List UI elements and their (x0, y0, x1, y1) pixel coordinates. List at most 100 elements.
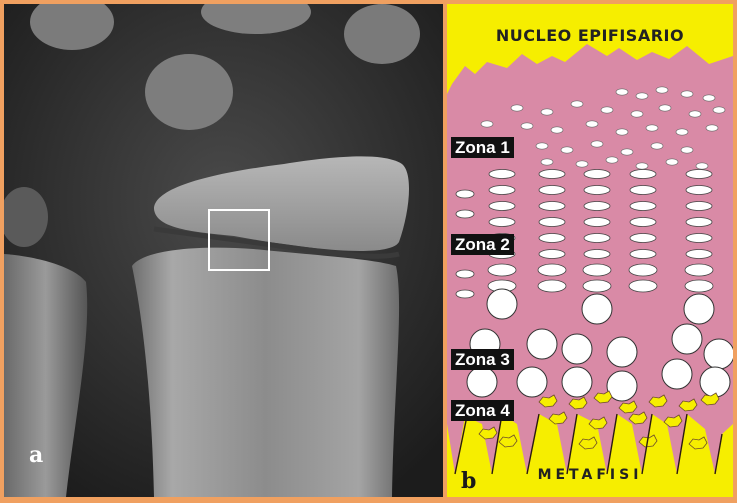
epiphysis-title: NUCLEO EPIFISARIO (447, 26, 733, 45)
cell (706, 125, 718, 131)
cell (584, 186, 610, 195)
cell (621, 149, 633, 155)
cell (583, 264, 611, 276)
panel-label-a: a (29, 444, 43, 466)
cell (696, 163, 708, 169)
cell (689, 111, 701, 117)
cell (539, 186, 565, 195)
cell (539, 234, 565, 243)
cell (601, 107, 613, 113)
cell (489, 202, 515, 211)
carpal-bone (344, 4, 420, 64)
cell (686, 234, 712, 243)
cell (456, 290, 474, 298)
growth-plate-diagram: NUCLEO EPIFISARIO Zona 1 Zona 2 Zona 3 Z… (447, 4, 733, 497)
cell (488, 264, 516, 276)
cell (489, 218, 515, 227)
cell (703, 95, 715, 101)
cell (562, 334, 592, 364)
cell (713, 107, 725, 113)
cell (521, 123, 533, 129)
cell (659, 105, 671, 111)
bone-spicule (579, 437, 597, 449)
cell (686, 202, 712, 211)
cell (527, 329, 557, 359)
cell (676, 129, 688, 135)
zone-1-label: Zona 1 (451, 137, 514, 158)
cell (630, 250, 656, 259)
cell (685, 280, 713, 292)
zone-4-label: Zona 4 (451, 400, 514, 421)
cell (616, 89, 628, 95)
cell (536, 143, 548, 149)
xray-panel: a (4, 4, 443, 497)
cell (487, 289, 517, 319)
cell (607, 337, 637, 367)
carpal-bone (145, 54, 233, 130)
cell (562, 367, 592, 397)
cell (656, 87, 668, 93)
cell (511, 105, 523, 111)
cell (467, 367, 497, 397)
bone-spicule (499, 435, 517, 447)
cell (539, 202, 565, 211)
cell (606, 157, 618, 163)
cell (539, 250, 565, 259)
cell (636, 163, 648, 169)
bone-spicule (689, 437, 707, 449)
cell (630, 170, 656, 179)
cell (684, 294, 714, 324)
cell (591, 141, 603, 147)
cell (646, 125, 658, 131)
zone-2-label: Zona 2 (451, 234, 514, 255)
cell (541, 159, 553, 165)
metaphysis-title: METAFISI (447, 467, 733, 483)
cell (584, 170, 610, 179)
cell (662, 359, 692, 389)
cell (631, 111, 643, 117)
cell (586, 121, 598, 127)
panel-label-b: b (461, 470, 476, 492)
cell (582, 294, 612, 324)
zone-3-label: Zona 3 (451, 349, 514, 370)
cell (481, 121, 493, 127)
radius-metaphysis (132, 248, 399, 497)
cell (630, 186, 656, 195)
cell (538, 264, 566, 276)
cell (616, 129, 628, 135)
cell (551, 127, 563, 133)
cell (584, 202, 610, 211)
cell (686, 170, 712, 179)
cell (539, 218, 565, 227)
cell (686, 250, 712, 259)
cell (700, 367, 730, 397)
cell (629, 280, 657, 292)
cell (584, 250, 610, 259)
cell (576, 161, 588, 167)
cell (456, 190, 474, 198)
cell (584, 218, 610, 227)
cell (456, 210, 474, 218)
cell (539, 170, 565, 179)
cell (583, 280, 611, 292)
cell (630, 234, 656, 243)
region-of-interest-box (208, 209, 270, 271)
cell (686, 218, 712, 227)
cell (561, 147, 573, 153)
cell (636, 93, 648, 99)
cell (666, 159, 678, 165)
cell (651, 143, 663, 149)
cell (681, 91, 693, 97)
cell (584, 234, 610, 243)
cell (571, 101, 583, 107)
cell (704, 339, 733, 369)
cell (489, 170, 515, 179)
cell (681, 147, 693, 153)
cell (629, 264, 657, 276)
cell (685, 264, 713, 276)
cell (538, 280, 566, 292)
cell (630, 202, 656, 211)
cell (672, 324, 702, 354)
cell (456, 270, 474, 278)
